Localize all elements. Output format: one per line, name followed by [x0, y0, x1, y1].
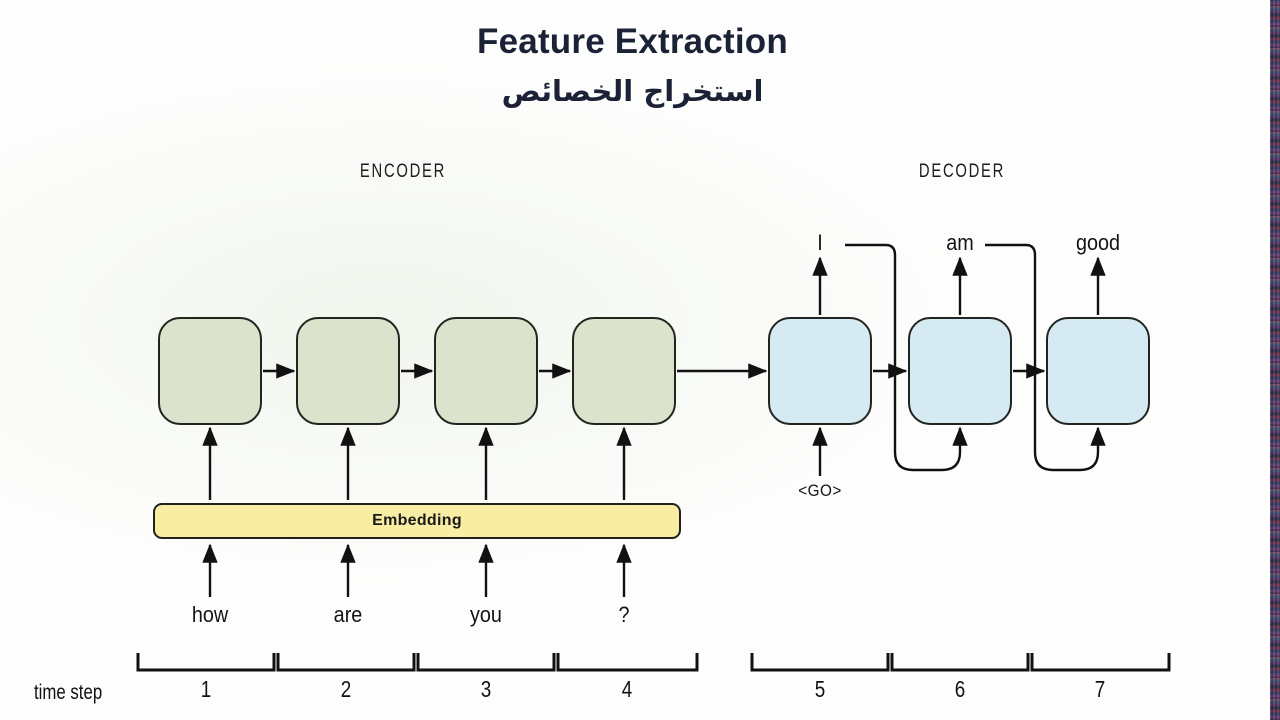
input-token-question: ?: [618, 602, 630, 627]
encoder-cell-3[interactable]: [434, 317, 538, 425]
timestep-number-4: 4: [621, 676, 633, 702]
timestep-number-5: 5: [814, 676, 826, 702]
embedding-label: Embedding: [372, 512, 462, 529]
decoder-output-token-good: good: [1075, 230, 1121, 255]
section-label-decoder: DECODER: [918, 161, 1006, 182]
decoder-input-token-go: <GO>: [798, 481, 842, 500]
timestep-bracket-1: [136, 653, 276, 672]
timestep-bracket-6: [890, 653, 1030, 672]
decoder-output-token-i: I: [817, 230, 823, 255]
timestep-bracket-5: [750, 653, 890, 672]
timestep-bracket-3: [416, 653, 556, 672]
timestep-number-3: 3: [480, 676, 492, 702]
input-token-you: you: [470, 602, 502, 627]
timestep-bracket-2: [276, 653, 416, 672]
right-edge-white-gap: [1267, 0, 1270, 720]
video-noise-strip: [1270, 0, 1280, 720]
timestep-bracket-4: [556, 653, 699, 672]
input-token-are: are: [333, 602, 363, 627]
section-label-encoder: ENCODER: [359, 161, 447, 182]
timestep-label: time step: [34, 681, 103, 704]
embedding-bar[interactable]: Embedding: [153, 503, 681, 539]
page-title: Feature Extraction: [477, 22, 788, 61]
timestep-bracket-7: [1030, 653, 1171, 672]
timestep-brackets: [136, 653, 1171, 672]
timestep-number-1: 1: [200, 676, 212, 702]
encoder-cell-1[interactable]: [158, 317, 262, 425]
decoder-cell-3[interactable]: [1046, 317, 1150, 425]
encoder-cell-2[interactable]: [296, 317, 400, 425]
decoder-cell-1[interactable]: [768, 317, 872, 425]
timestep-number-6: 6: [954, 676, 966, 702]
input-token-how: how: [191, 602, 229, 627]
decoder-output-token-am: am: [946, 230, 974, 255]
timestep-number-2: 2: [340, 676, 352, 702]
decoder-cell-2[interactable]: [908, 317, 1012, 425]
encoder-cell-4[interactable]: [572, 317, 676, 425]
timestep-number-7: 7: [1094, 676, 1106, 702]
page-subtitle-arabic: استخراج الخصائص: [501, 74, 764, 108]
